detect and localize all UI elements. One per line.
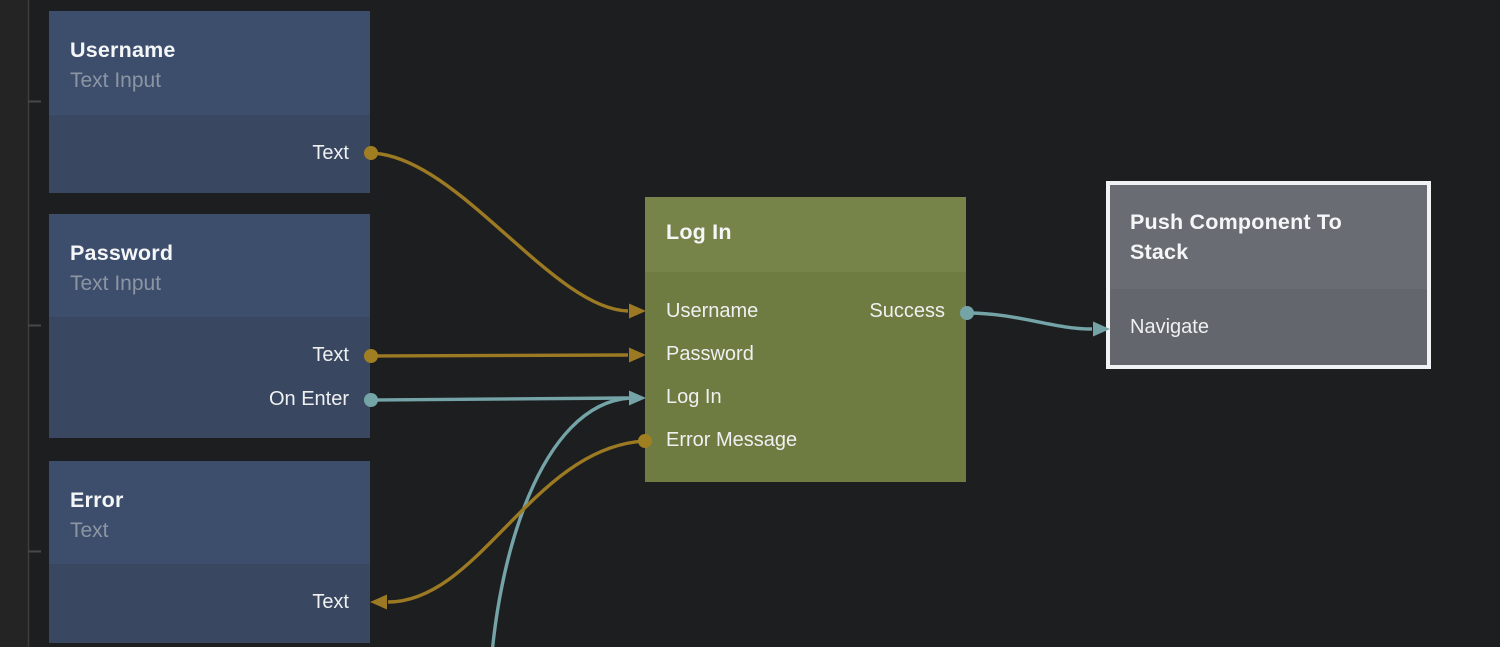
arrowhead-login-login-input [629, 390, 646, 406]
port-row-login-username-success[interactable]: Username Success [645, 290, 966, 333]
port-row-push-navigate[interactable]: Navigate [1110, 305, 1427, 349]
canvas-left-gutter [0, 0, 28, 647]
wire-username-text-to-login-username[interactable] [370, 151, 629, 313]
node-subtitle: Text Input [70, 272, 162, 295]
wire-password-on-enter-to-login-login[interactable] [370, 396, 629, 402]
port-row-login-password[interactable]: Password [645, 333, 966, 376]
node-title: Error [70, 488, 124, 512]
node-username-header[interactable]: Username Text Input [49, 11, 370, 115]
node-login-body: Username Success Password Log In Error M… [645, 272, 966, 482]
port-label-navigate-input: Navigate [1130, 315, 1209, 338]
node-push-body: Navigate [1110, 289, 1427, 365]
port-row-error-text[interactable]: Text [49, 580, 370, 624]
wire-offscreen-to-login-login[interactable] [490, 396, 631, 647]
node-subtitle: Text [70, 519, 109, 542]
arrowhead-error-text-input [370, 594, 387, 610]
node-subtitle: Text Input [70, 69, 162, 92]
node-title: Username [70, 38, 176, 62]
node-username-body: Text [49, 115, 370, 193]
node-title: Log In [666, 220, 732, 244]
port-row-username-text[interactable]: Text [49, 131, 370, 175]
node-push-component-to-stack[interactable]: Push Component To Stack Navigate [1106, 181, 1431, 369]
port-label-text-output: Text [312, 343, 349, 366]
wire-login-error-message-to-error-text[interactable] [387, 439, 646, 604]
port-label-text-input: Text [312, 590, 349, 613]
node-login[interactable]: Log In Username Success Password Log In … [645, 197, 966, 482]
port-label-success-output: Success [869, 300, 945, 322]
port-label-username-input: Username [666, 300, 759, 322]
node-error-header[interactable]: Error Text [49, 461, 370, 564]
node-error-body: Text [49, 564, 370, 643]
arrowhead-login-password-input [629, 347, 646, 363]
port-label-error-message-output: Error Message [666, 429, 798, 451]
node-title: Password [70, 241, 174, 265]
port-label-password-input: Password [666, 343, 754, 365]
port-label-login-input: Log In [666, 386, 722, 408]
node-error[interactable]: Error Text Text [49, 461, 370, 643]
node-login-header[interactable]: Log In [645, 197, 966, 272]
node-password[interactable]: Password Text Input Text On Enter [49, 214, 370, 438]
wire-login-success-to-push-navigate[interactable] [966, 311, 1093, 331]
node-title: Push Component To Stack [1130, 210, 1343, 264]
wire-password-text-to-login-password[interactable] [370, 353, 629, 358]
arrowhead-login-username-input [629, 303, 646, 319]
port-row-password-on-enter[interactable]: On Enter [49, 377, 370, 421]
node-password-header[interactable]: Password Text Input [49, 214, 370, 317]
node-push-header[interactable]: Push Component To Stack [1110, 185, 1427, 289]
node-username[interactable]: Username Text Input Text [49, 11, 370, 193]
port-row-login-error-message[interactable]: Error Message [645, 419, 966, 462]
port-row-password-text[interactable]: Text [49, 333, 370, 377]
port-label-on-enter-output: On Enter [268, 387, 349, 410]
node-password-body: Text On Enter [49, 317, 370, 438]
port-row-login-login[interactable]: Log In [645, 376, 966, 419]
port-label-text-output: Text [312, 141, 349, 164]
